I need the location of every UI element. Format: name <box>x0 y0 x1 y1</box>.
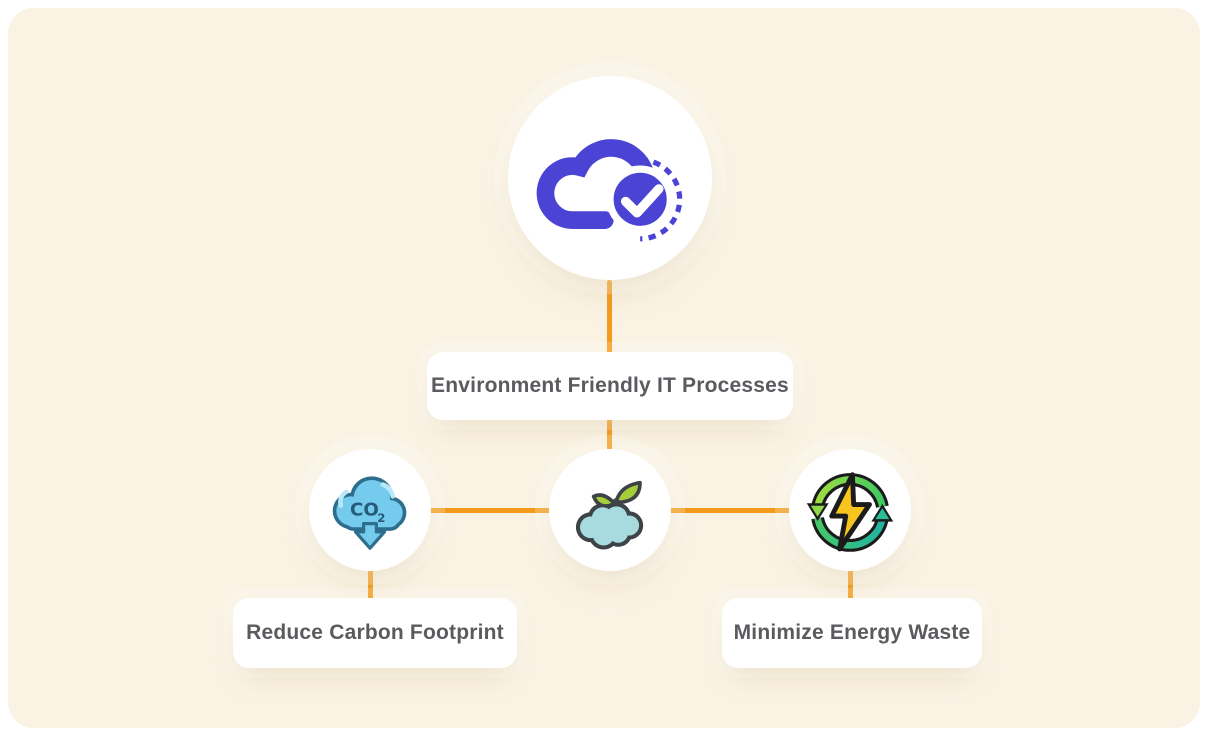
node-circle-energy <box>789 449 911 571</box>
co2-icon-text: CO <box>350 499 379 520</box>
connector-root-to-title <box>607 280 612 354</box>
node-circle-co2: CO 2 <box>309 449 431 571</box>
connector-center-to-energy <box>669 508 791 513</box>
connector-center-to-co2 <box>429 508 551 513</box>
title-card-label: Environment Friendly IT Processes <box>431 374 789 397</box>
connector-energy-to-label <box>848 569 853 600</box>
lightning-bolt <box>829 472 872 552</box>
connector-title-to-center <box>607 419 612 451</box>
minimize-energy-label: Minimize Energy Waste <box>733 621 971 644</box>
energy-recycle-icon <box>806 472 894 552</box>
connector-co2-to-label <box>368 569 373 600</box>
label-card-minimize-energy: Minimize Energy Waste <box>722 598 982 668</box>
co2-cloud-icon: CO 2 <box>332 476 407 550</box>
node-circle-sprout <box>549 449 671 571</box>
title-card: Environment Friendly IT Processes <box>427 352 793 420</box>
sprout-cloud-icon <box>575 480 644 550</box>
root-node-circle <box>508 76 712 280</box>
label-card-reduce-carbon: Reduce Carbon Footprint <box>233 598 517 668</box>
co2-icon-subscript: 2 <box>377 511 385 525</box>
reduce-carbon-label: Reduce Carbon Footprint <box>246 621 504 644</box>
cloud-check-icon <box>536 138 683 241</box>
